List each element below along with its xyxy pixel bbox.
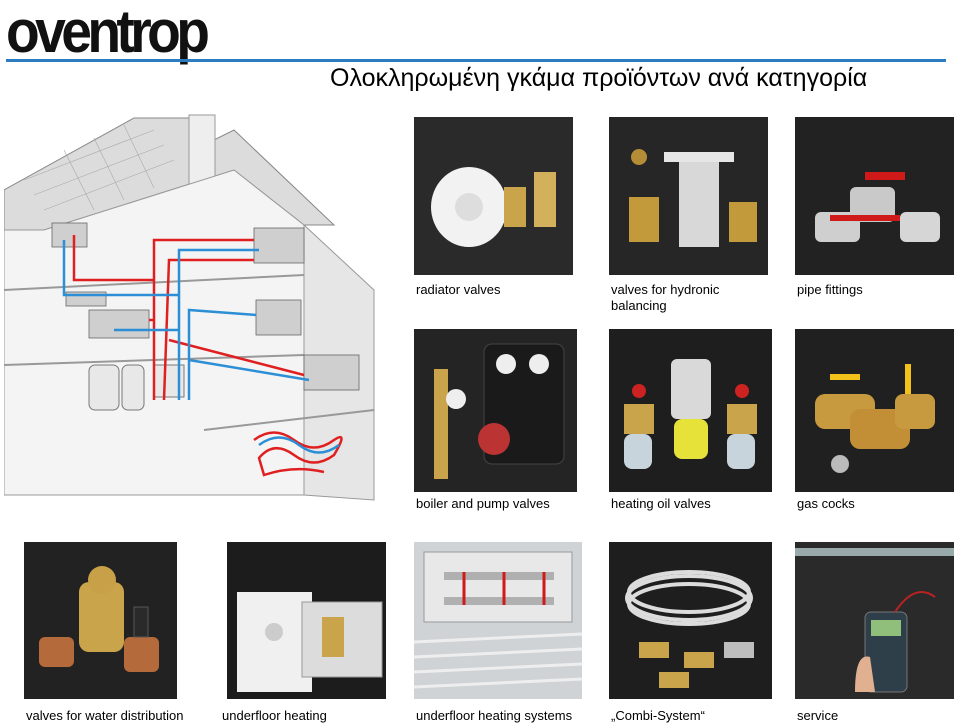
- underfloor-heating-systems-image: [414, 542, 582, 699]
- water-distribution-valves-image: [24, 542, 177, 699]
- caption-hydronic-line2: balancing: [611, 298, 667, 313]
- radiator-valves-image: [414, 117, 573, 275]
- boiler-pump-valves-image: [414, 329, 577, 492]
- caption-hydronic-line1: valves for hydronic: [611, 282, 720, 297]
- caption-pipe-fittings: pipe fittings: [797, 282, 863, 297]
- house-heating-illustration: [3, 110, 380, 505]
- caption-heating-oil: heating oil valves: [611, 496, 711, 511]
- caption-combi-system: „Combi-System“: [611, 708, 705, 723]
- caption-hydronic-balancing: valves for hydronic balancing: [611, 282, 719, 314]
- hydronic-balancing-valves-image: [609, 117, 768, 275]
- underfloor-heating-image: [227, 542, 386, 699]
- page-title: Ολοκληρωμένη γκάμα προϊόντων ανά κατηγορ…: [330, 64, 868, 92]
- heating-oil-valves-image: [609, 329, 772, 492]
- caption-water-distribution: valves for water distribution: [26, 708, 184, 723]
- caption-radiator-valves: radiator valves: [416, 282, 501, 297]
- header-divider: [6, 59, 946, 62]
- combi-system-image: [609, 542, 772, 699]
- caption-gas-cocks: gas cocks: [797, 496, 855, 511]
- pipe-fittings-image: [795, 117, 954, 275]
- gas-cocks-image: [795, 329, 954, 492]
- caption-boiler-pump: boiler and pump valves: [416, 496, 550, 511]
- oventrop-logo: oventrop: [6, 0, 210, 65]
- caption-underfloor-heating: underfloor heating: [222, 708, 327, 723]
- caption-underfloor-systems: underfloor heating systems: [416, 708, 573, 723]
- caption-service: service: [797, 708, 839, 723]
- service-image: [795, 542, 954, 699]
